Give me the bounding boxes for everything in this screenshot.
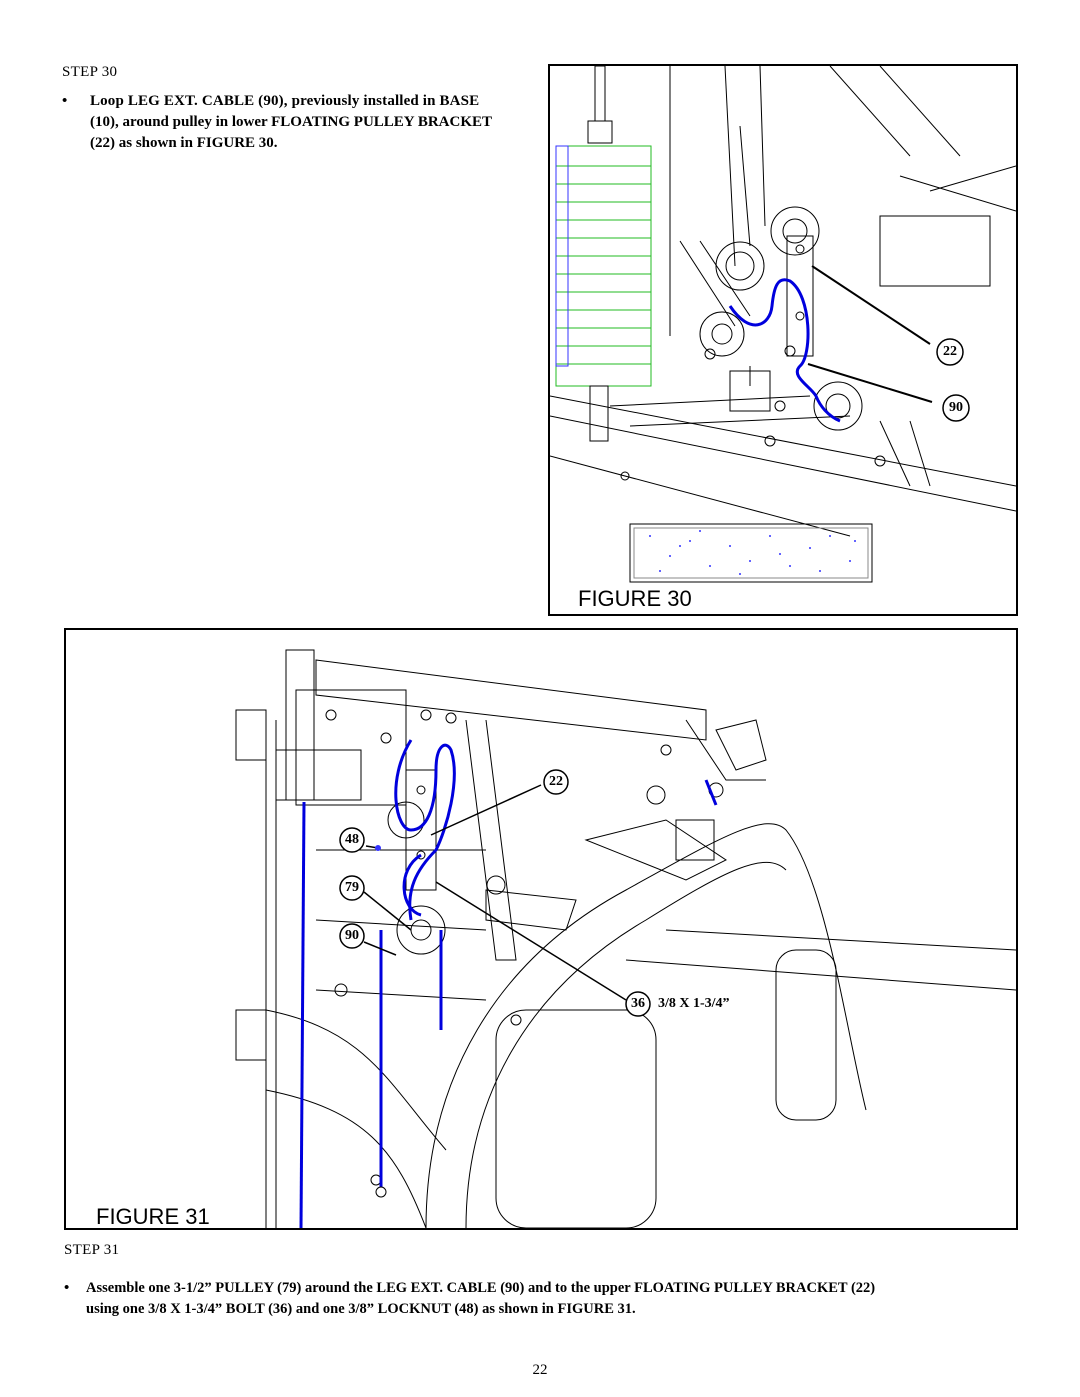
step-30-label: STEP 30: [62, 64, 118, 80]
callout-48: 48: [345, 832, 359, 847]
callout-90: 90: [345, 928, 359, 943]
page-number: 22: [532, 1362, 548, 1378]
step-30-line-1: Loop LEG EXT. CABLE (90), previously ins…: [90, 93, 480, 109]
step-30-line-2: (10), around pulley in lower FLOATING PU…: [90, 114, 492, 130]
figure-30: 22 90 FIGURE 30: [548, 64, 1018, 616]
bullet-icon: •: [64, 1280, 70, 1296]
step-30-instruction: • Loop LEG EXT. CABLE (90), previously i…: [62, 91, 572, 157]
callout-79: 79: [345, 880, 359, 895]
bullet-icon: •: [62, 93, 68, 109]
figure-30-drawing: [550, 66, 1016, 583]
callout-22: 22: [943, 344, 957, 359]
leg-ext-cable: [728, 278, 841, 423]
bolt-spec-label: 3/8 X 1-3/4”: [658, 996, 730, 1011]
leg-ext-cable-31: [299, 739, 718, 1228]
figure-31: 22 48 79 90 36 3/8 X 1-3/4” FIGURE 31: [64, 628, 1018, 1230]
step-31-line-2: using one 3/8 X 1-3/4” BOLT (36) and one…: [86, 1301, 636, 1317]
step-31-instruction: • Assemble one 3-1/2” PULLEY (79) around…: [64, 1278, 1044, 1322]
step-31-line-1: Assemble one 3-1/2” PULLEY (79) around t…: [86, 1280, 876, 1296]
step-30-line-3: (22) as shown in FIGURE 30.: [90, 135, 278, 151]
callout-36: 36: [631, 996, 645, 1011]
callout-22: 22: [549, 774, 563, 789]
figure-31-drawing: [235, 649, 1016, 1228]
figure-31-caption: FIGURE 31: [96, 1204, 210, 1229]
step-31-label: STEP 31: [64, 1242, 120, 1258]
figure-30-caption: FIGURE 30: [578, 586, 692, 611]
callout-90: 90: [949, 400, 963, 415]
